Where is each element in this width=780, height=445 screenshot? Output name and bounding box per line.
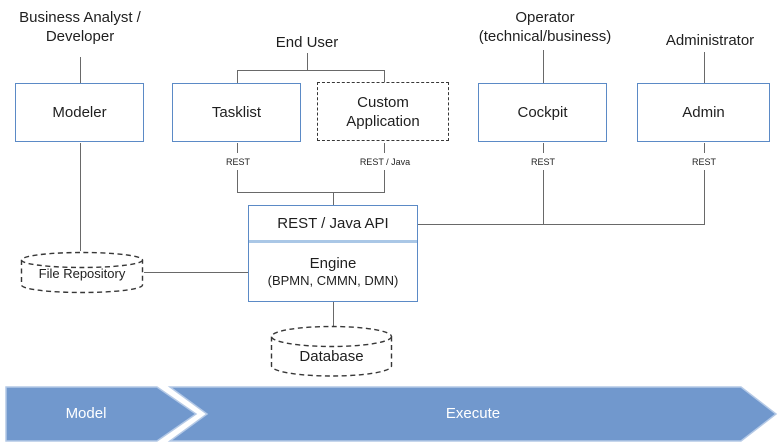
- box-core-stack: REST / Java API Engine (BPMN, CMMN, DMN): [248, 205, 418, 302]
- edge-end-user-stub: [307, 53, 308, 70]
- protocol-label-cockpit: REST: [530, 157, 555, 167]
- actor-business-analyst-developer: Business Analyst / Developer: [0, 8, 160, 46]
- store-database: Database: [270, 325, 393, 378]
- edge-tasklist-rest-lower: [237, 170, 238, 192]
- store-label: File Repository: [38, 266, 126, 281]
- edge-tasklist-rest-upper: [237, 143, 238, 153]
- actor-end-user: End User: [247, 33, 367, 52]
- box-label: Cockpit: [517, 104, 568, 121]
- edge-end-user-custom-application: [384, 70, 385, 82]
- cylinder-top: [20, 251, 144, 269]
- phase-arrows: [5, 386, 778, 442]
- box-custom-application: Custom Application: [317, 82, 449, 141]
- box-label: Application: [346, 112, 420, 130]
- protocol-label-admin: REST: [691, 157, 716, 167]
- protocol-label-tasklist: REST: [225, 157, 250, 167]
- store-file-repository: File Repository: [20, 251, 144, 294]
- edge-api-bus: [237, 192, 385, 193]
- execute-arrow: [167, 386, 778, 442]
- actor-label-line: (technical/business): [478, 28, 612, 45]
- edge-custom-application-rest-lower: [384, 170, 385, 192]
- edge-end-user-bus: [237, 70, 384, 71]
- edge-end-user-tasklist: [237, 70, 238, 83]
- cylinder-top: [270, 325, 393, 348]
- edge-admin-rest-upper: [704, 143, 705, 153]
- edge-business-analyst-modeler: [80, 57, 81, 83]
- cylinder-body: [20, 260, 144, 294]
- box-rest-java-api: REST / Java API: [277, 214, 389, 232]
- edge-modeler-file-repository: [80, 143, 81, 251]
- phase-label-model: Model: [65, 405, 107, 422]
- edge-custom-application-rest-upper: [384, 143, 385, 153]
- actor-label-line: Administrator: [665, 32, 755, 49]
- actor-label-line: Business Analyst /: [19, 9, 141, 26]
- actor-operator: Operator (technical/business): [455, 8, 635, 46]
- actor-label-line: End User: [275, 34, 339, 51]
- core-divider: [249, 240, 417, 243]
- protocol-label-custom-application: REST / Java: [359, 157, 411, 167]
- edge-admin-rest-lower: [704, 170, 705, 224]
- actor-administrator: Administrator: [640, 31, 780, 50]
- edge-engine-database: [333, 302, 334, 326]
- engine-subtitle: (BPMN, CMMN, DMN): [267, 273, 399, 288]
- actor-label-line: Operator: [515, 9, 575, 26]
- edge-bus-api-box: [333, 192, 334, 206]
- box-modeler: Modeler: [15, 83, 144, 142]
- store-label: Database: [299, 348, 364, 365]
- box-tasklist: Tasklist: [172, 83, 301, 142]
- cylinder-shape: [20, 251, 144, 294]
- actor-label-line: Developer: [45, 28, 115, 45]
- box-admin: Admin: [637, 83, 770, 142]
- edge-file-repository-engine: [144, 272, 248, 273]
- box-label: Tasklist: [211, 104, 262, 121]
- edge-operator-cockpit: [543, 50, 544, 83]
- box-label: Custom: [357, 93, 409, 111]
- box-engine: Engine (BPMN, CMMN, DMN): [249, 243, 417, 301]
- edge-cockpit-rest-lower: [543, 170, 544, 224]
- edge-cockpit-admin-api: [418, 224, 705, 225]
- engine-title: Engine: [309, 255, 357, 272]
- box-label: Admin: [682, 104, 725, 121]
- edge-cockpit-rest-upper: [543, 143, 544, 153]
- box-label: Modeler: [52, 104, 107, 121]
- model-arrow: [5, 386, 198, 442]
- edge-administrator-admin: [704, 52, 705, 83]
- cylinder-body: [270, 336, 393, 377]
- box-cockpit: Cockpit: [478, 83, 607, 142]
- cylinder-shape: [270, 325, 393, 377]
- phase-label-execute: Execute: [445, 405, 501, 422]
